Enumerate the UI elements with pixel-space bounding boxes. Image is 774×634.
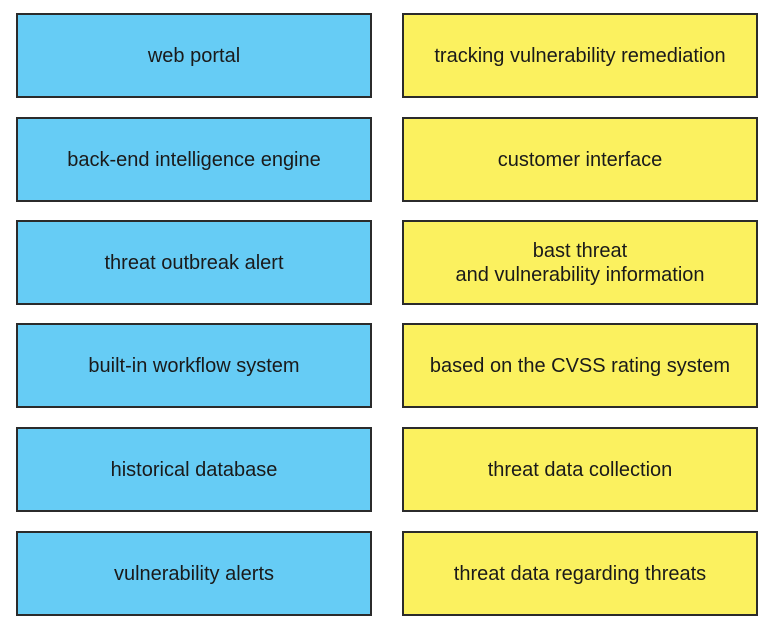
description-box-threat-and-vulnerability-information[interactable]: bast threat and vulnerability informatio… — [402, 220, 758, 305]
feature-label: threat outbreak alert — [104, 251, 284, 274]
description-box-tracking-vulnerability-remediation[interactable]: tracking vulnerability remediation — [402, 13, 758, 98]
description-box-threat-data-regarding-threats[interactable]: threat data regarding threats — [402, 531, 758, 616]
feature-box-vulnerability-alerts[interactable]: vulnerability alerts — [16, 531, 372, 616]
description-label: threat data regarding threats — [453, 562, 707, 585]
feature-box-threat-outbreak-alert[interactable]: threat outbreak alert — [16, 220, 372, 305]
feature-box-web-portal[interactable]: web portal — [16, 13, 372, 98]
description-label: bast threat and vulnerability informatio… — [455, 239, 705, 286]
feature-label: vulnerability alerts — [113, 562, 275, 585]
description-label: customer interface — [497, 148, 663, 171]
feature-label: web portal — [147, 44, 241, 67]
feature-box-built-in-workflow-system[interactable]: built-in workflow system — [16, 323, 372, 408]
feature-box-back-end-intelligence-engine[interactable]: back-end intelligence engine — [16, 117, 372, 202]
description-label: based on the CVSS rating system — [429, 354, 731, 377]
feature-label: historical database — [110, 458, 278, 481]
feature-box-historical-database[interactable]: historical database — [16, 427, 372, 512]
description-box-customer-interface[interactable]: customer interface — [402, 117, 758, 202]
description-box-cvss-rating-system[interactable]: based on the CVSS rating system — [402, 323, 758, 408]
feature-label: back-end intelligence engine — [67, 148, 321, 171]
description-label: threat data collection — [487, 458, 673, 481]
feature-label: built-in workflow system — [88, 354, 300, 377]
description-box-threat-data-collection[interactable]: threat data collection — [402, 427, 758, 512]
description-label: tracking vulnerability remediation — [434, 44, 726, 67]
